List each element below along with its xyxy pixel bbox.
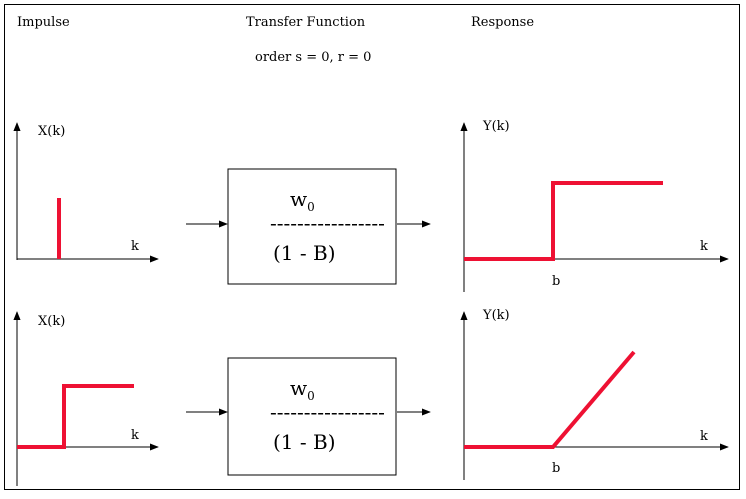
- ramp-response-signal: [464, 350, 636, 449]
- output-x-label: k: [700, 429, 708, 444]
- header-transfer-function: Transfer Function: [246, 15, 366, 30]
- box-dashes: -----------------: [270, 400, 385, 424]
- header-impulse: Impulse: [17, 15, 70, 30]
- header-order: order s = 0, r = 0: [255, 50, 371, 65]
- box-numerator: w0: [290, 187, 315, 214]
- output-x-label: k: [700, 239, 708, 254]
- box-dashes: -----------------: [270, 211, 385, 235]
- output-tick-b: b: [552, 274, 560, 289]
- input-y-label: X(k): [38, 314, 65, 329]
- box-denominator: (1 - B): [273, 430, 336, 454]
- row-1: X(k) k w0 ----------------- (1 - B) Y(k)…: [13, 119, 729, 292]
- input-x-label: k: [131, 239, 139, 254]
- output-y-label: Y(k): [482, 308, 510, 323]
- box-denominator: (1 - B): [273, 241, 336, 265]
- step-input-signal: [17, 384, 134, 449]
- input-x-label: k: [131, 428, 139, 443]
- transfer-function-box: [227, 168, 397, 285]
- step-response-signal: [464, 181, 663, 261]
- header-response: Response: [471, 15, 534, 30]
- input-y-label: X(k): [38, 124, 65, 139]
- output-tick-b: b: [552, 461, 560, 476]
- box-numerator: w0: [290, 376, 315, 403]
- transfer-function-box: [227, 357, 397, 476]
- row-2: X(k) k w0 ----------------- (1 - B) Y(k)…: [13, 308, 729, 486]
- output-y-label: Y(k): [482, 119, 510, 134]
